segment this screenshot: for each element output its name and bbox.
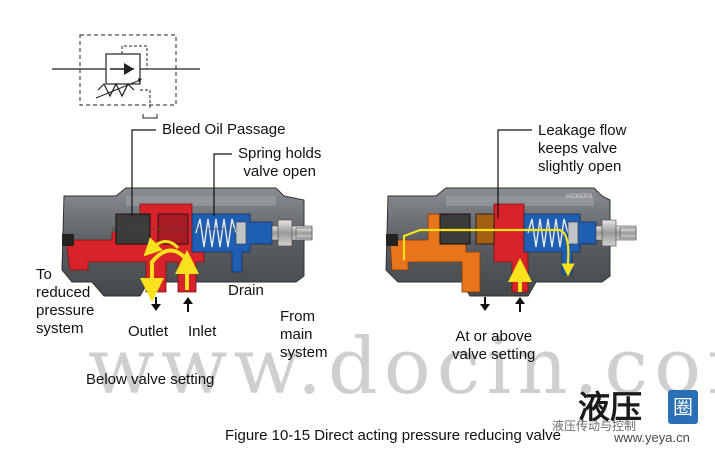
logo-box: 圈 bbox=[668, 390, 698, 424]
label-inlet: Inlet bbox=[188, 323, 217, 340]
label-at-or-above-valve-setting: At or above valve setting bbox=[452, 328, 536, 363]
label-leakage-flow: Leakage flow keeps valve slightly open bbox=[538, 122, 627, 175]
label-from-main-system: From main system bbox=[280, 308, 328, 361]
right-valve-section: VICKERS bbox=[385, 129, 637, 312]
logo-text: 液压 bbox=[578, 388, 643, 426]
watermark: www.docin.com bbox=[88, 322, 715, 412]
yeya-logo: 液压 圈 bbox=[578, 388, 712, 430]
figure-caption: Figure 10-15 Direct acting pressure redu… bbox=[225, 427, 561, 444]
left-valve-section bbox=[61, 129, 313, 312]
label-to-reduced-pressure-system: To reduced pressure system bbox=[36, 266, 95, 337]
valve-symbol bbox=[52, 34, 200, 119]
label-outlet: Outlet bbox=[128, 323, 169, 340]
label-below-valve-setting: Below valve setting bbox=[86, 371, 215, 388]
wechat-account-label: 液压传动与控制 bbox=[552, 419, 637, 433]
label-bleed-oil-passage: Bleed Oil Passage bbox=[162, 121, 286, 138]
label-drain: Drain bbox=[228, 282, 264, 299]
svg-text:VICKERS: VICKERS bbox=[566, 194, 592, 200]
site-url: www.yeya.cn bbox=[614, 430, 690, 445]
label-spring-holds-valve-open: Spring holds valve open bbox=[238, 145, 322, 180]
